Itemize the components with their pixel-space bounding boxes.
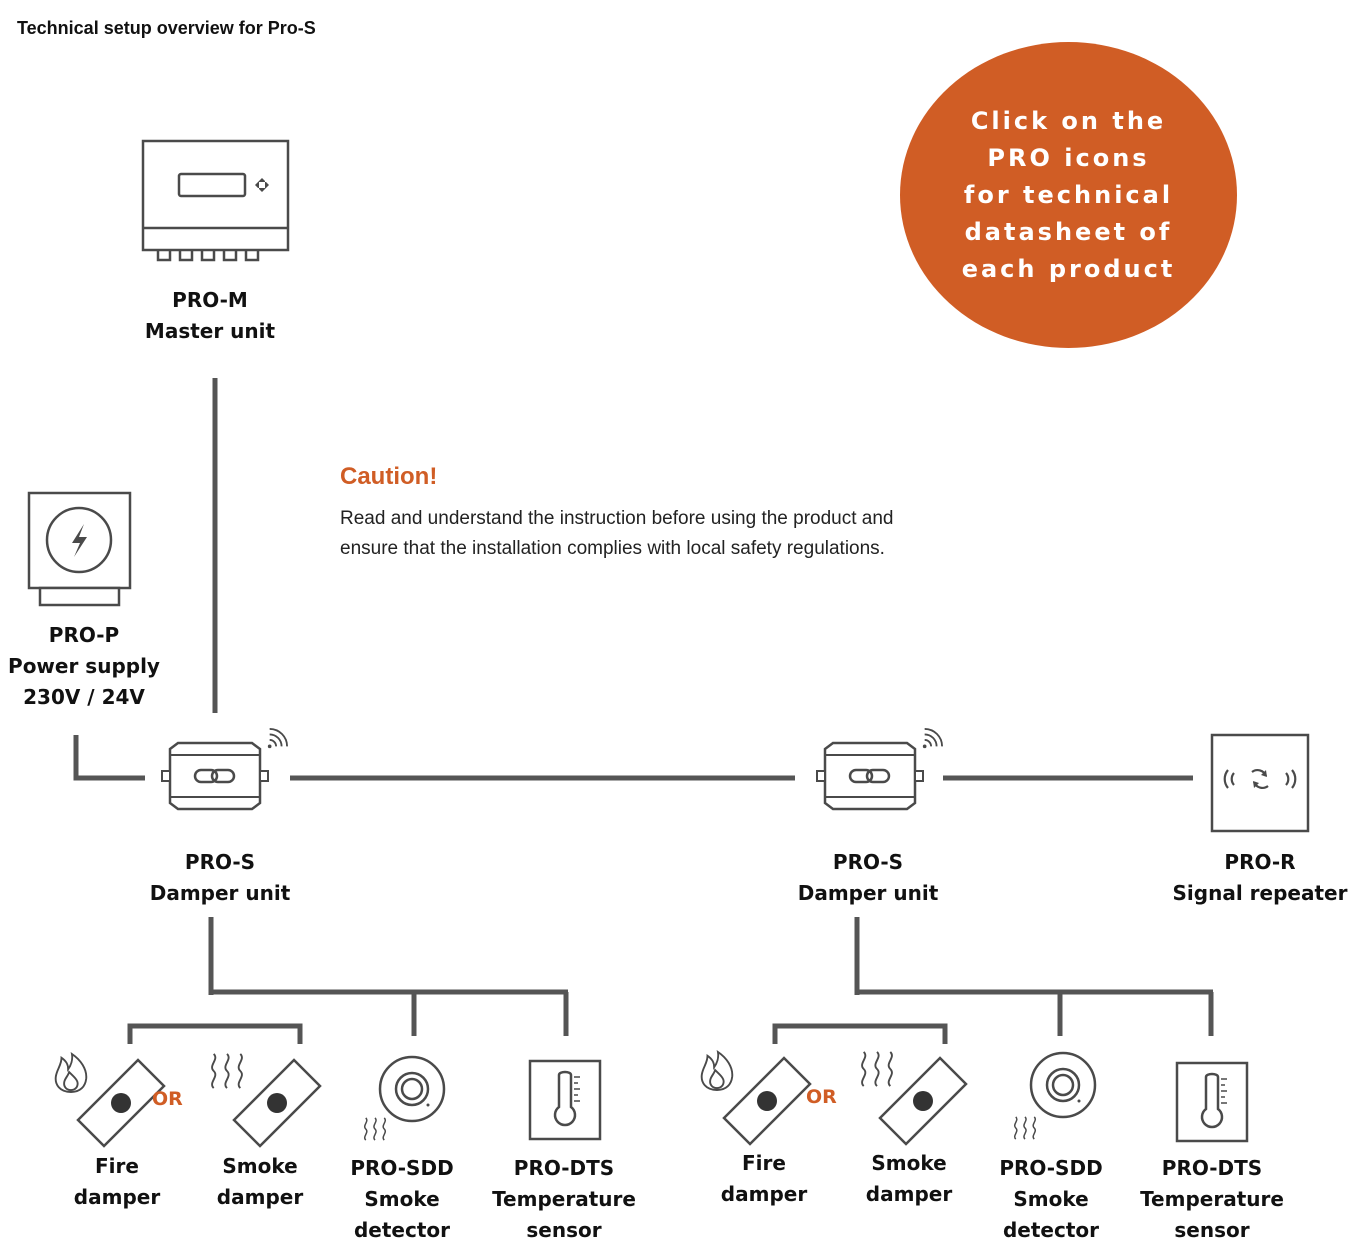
damper-unit-icon-left[interactable]: [160, 741, 270, 811]
temperature-sensor-line: Temperature: [1140, 1187, 1284, 1211]
damper-unit-name: Damper unit: [797, 881, 939, 905]
caution-line: Read and understand the instruction befo…: [340, 508, 894, 529]
temperature-sensor-label: PRO-DTS Temperature sensor: [486, 1153, 642, 1246]
power-supply-label: PRO-P Power supply 230V / 24V: [0, 620, 168, 713]
caution-text: Read and understand the instruction befo…: [340, 504, 894, 564]
temperature-sensor-line: Temperature: [492, 1187, 636, 1211]
wifi-icon: [921, 728, 943, 750]
smoke-detector-line: Smoke: [364, 1187, 440, 1211]
smoke-detector-icon-left[interactable]: [378, 1055, 446, 1123]
signal-repeater-code: PRO-R: [1224, 850, 1296, 874]
fire-damper-line: Fire: [95, 1154, 139, 1178]
thermometer-icon-left[interactable]: [528, 1059, 602, 1141]
smoke-icon: [211, 1052, 243, 1090]
badge-line: each product: [961, 254, 1176, 283]
damper-unit-code: PRO-S: [184, 850, 256, 874]
smoke-detector-line: detector: [1002, 1218, 1100, 1242]
power-supply-name: Power supply: [8, 654, 160, 678]
smoke-detector-line: Smoke: [1013, 1187, 1089, 1211]
temperature-sensor-line: sensor: [526, 1218, 602, 1242]
damper-unit-name: Damper unit: [149, 881, 291, 905]
smoke-damper-line: damper: [216, 1185, 304, 1209]
info-badge: Click on the PRO icons for technical dat…: [900, 42, 1237, 348]
thermometer-icon-right[interactable]: [1175, 1061, 1249, 1143]
badge-line: for technical: [963, 180, 1174, 209]
smoke-damper-line: damper: [865, 1182, 953, 1206]
damper-unit-icon-right[interactable]: [815, 741, 925, 811]
smoke-damper-label: Smoke damper: [854, 1148, 964, 1210]
caution-line: ensure that the installation complies wi…: [340, 538, 885, 559]
smoke-icon: [1013, 1116, 1037, 1140]
fire-damper-line: damper: [720, 1182, 808, 1206]
fire-damper-line: Fire: [742, 1151, 786, 1175]
temperature-sensor-label: PRO-DTS Temperature sensor: [1134, 1153, 1290, 1246]
temperature-sensor-line: PRO-DTS: [1161, 1156, 1263, 1180]
smoke-damper-line: Smoke: [222, 1154, 298, 1178]
damper-unit-code: PRO-S: [832, 850, 904, 874]
badge-line: PRO icons: [987, 143, 1150, 172]
master-unit-code: PRO-M: [172, 288, 248, 312]
fire-icon: [700, 1051, 734, 1091]
power-link-line: [73, 735, 145, 781]
page-title: Technical setup overview for Pro-S: [17, 18, 316, 38]
master-unit-name: Master unit: [144, 319, 276, 343]
smoke-detector-label: PRO-SDD Smoke detector: [989, 1153, 1113, 1246]
fire-damper-icon-right[interactable]: [722, 1056, 812, 1146]
fire-damper-label: Fire damper: [709, 1148, 819, 1210]
damper-unit-label: PRO-S Damper unit: [130, 847, 310, 909]
smoke-detector-line: PRO-SDD: [350, 1156, 454, 1180]
or-label: OR: [152, 1088, 183, 1110]
badge-line: Click on the: [970, 106, 1167, 135]
wifi-icon: [266, 728, 288, 750]
smoke-detector-line: detector: [353, 1218, 451, 1242]
smoke-detector-line: PRO-SDD: [999, 1156, 1103, 1180]
temperature-sensor-line: PRO-DTS: [513, 1156, 615, 1180]
smoke-detector-label: PRO-SDD Smoke detector: [340, 1153, 464, 1246]
signal-repeater-label: PRO-R Signal repeater: [1162, 847, 1358, 909]
caution-heading: Caution!: [340, 463, 438, 490]
fire-damper-label: Fire damper: [62, 1151, 172, 1213]
fire-damper-line: damper: [73, 1185, 161, 1209]
smoke-detector-icon-right[interactable]: [1029, 1051, 1097, 1119]
power-supply-code: PRO-P: [48, 623, 120, 647]
signal-repeater-name: Signal repeater: [1172, 881, 1348, 905]
badge-line: datasheet of: [964, 217, 1173, 246]
smoke-damper-line: Smoke: [871, 1151, 947, 1175]
or-label: OR: [806, 1086, 837, 1108]
left-branch-lines: [127, 917, 569, 1044]
power-supply-voltage: 230V / 24V: [23, 685, 145, 709]
right-branch-lines: [772, 917, 1214, 1044]
master-unit-icon[interactable]: [141, 139, 290, 262]
damper-unit-label: PRO-S Damper unit: [778, 847, 958, 909]
signal-repeater-icon[interactable]: [1210, 733, 1310, 833]
power-supply-icon[interactable]: [27, 491, 132, 607]
smoke-damper-icon-left[interactable]: [232, 1058, 322, 1148]
smoke-icon: [861, 1050, 893, 1088]
master-unit-label: PRO-M Master unit: [130, 285, 290, 347]
smoke-damper-label: Smoke damper: [205, 1151, 315, 1213]
smoke-icon: [363, 1117, 387, 1141]
temperature-sensor-line: sensor: [1174, 1218, 1250, 1242]
smoke-damper-icon-right[interactable]: [878, 1056, 968, 1146]
fire-icon: [54, 1053, 88, 1093]
